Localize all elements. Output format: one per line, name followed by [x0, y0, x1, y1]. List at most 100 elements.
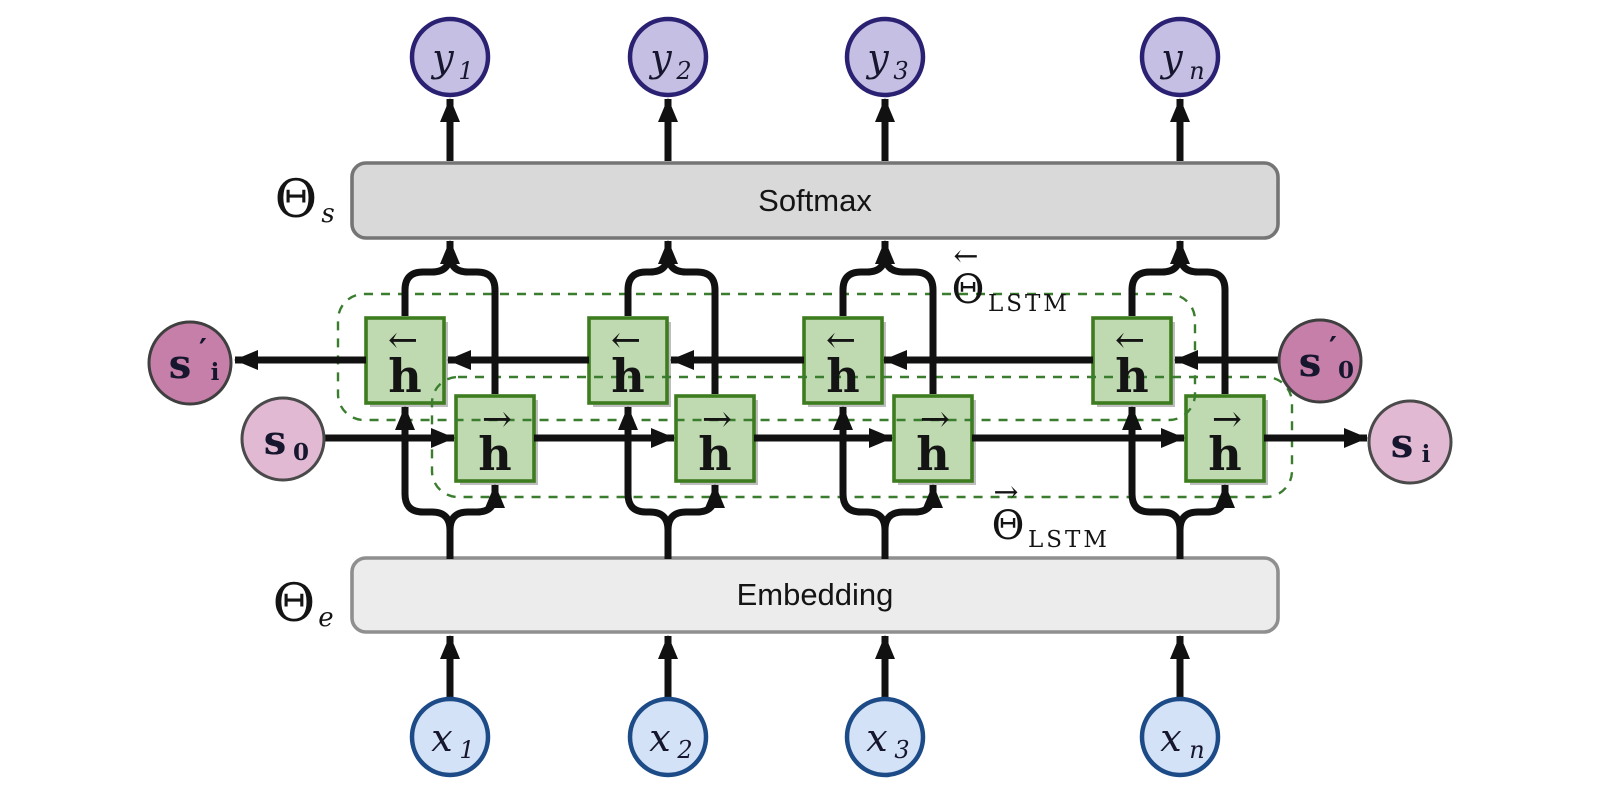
overleft-arrow: ←: [1115, 320, 1145, 361]
overright-arrow: →: [993, 475, 1018, 510]
y2-subscript: 2: [675, 57, 691, 85]
yn-label: y: [1159, 36, 1183, 80]
s0-label: s: [264, 417, 287, 464]
merge-left-col4: [1128, 240, 1190, 316]
state-node-s-prime-i: [147, 320, 233, 406]
s-prime-i-label: s: [169, 341, 192, 388]
fork-arrows-from-embedding: [395, 406, 1235, 559]
si-subscript: i: [1422, 441, 1431, 468]
theta-lstm-forward-label: → Θ LSTM: [992, 475, 1110, 553]
fork-right-col1: [446, 484, 505, 559]
input-node-xn: [1139, 696, 1221, 778]
merge-left-col2: [624, 240, 678, 316]
softmax-layer-bar: [350, 161, 1280, 240]
fork-left-col1: [395, 406, 454, 559]
fork-left-col2: [618, 406, 672, 559]
merge-left-col1: [401, 240, 460, 316]
input-nodes: x 1 x 2 x 3 x n: [409, 696, 1221, 778]
input-node-x3: [844, 696, 926, 778]
forward-cell-labels: → h → h → h → h: [478, 399, 1242, 481]
x1-subscript: 1: [459, 736, 474, 764]
fork-right-col3: [881, 484, 943, 559]
output-node-y1: [409, 16, 491, 98]
h-forward-label: h: [916, 427, 949, 481]
state-node-s-prime-0: [1277, 318, 1363, 404]
fork-right-col2: [664, 484, 725, 559]
h-backward-label: h: [826, 349, 859, 403]
s-prime-i-prime: ′: [199, 333, 207, 368]
xn-subscript: n: [1189, 736, 1204, 764]
h-forward-label: h: [698, 427, 731, 481]
theta-lstm-forward-symbol: Θ: [992, 503, 1025, 549]
state-node-si: [1367, 399, 1453, 485]
theta-embedding-subscript: e: [318, 603, 333, 633]
softmax-to-output-arrows: [440, 98, 1190, 161]
overright-arrow: →: [702, 399, 732, 440]
merge-right-col3: [881, 253, 937, 394]
overright-arrow: →: [920, 399, 950, 440]
y1-label: y: [430, 36, 454, 80]
overleft-arrow: ←: [953, 239, 978, 274]
output-node-yn: [1139, 16, 1221, 98]
x3-label: x: [866, 716, 887, 760]
h-forward-label: h: [1208, 427, 1241, 481]
s-prime-i-subscript: i: [211, 359, 220, 386]
embedding-label: Embedding: [737, 577, 894, 612]
theta-lstm-backward-symbol: Θ: [952, 267, 985, 313]
overright-arrow: →: [1212, 399, 1242, 440]
backward-cell-labels: ← h ← h ← h ← h: [388, 320, 1149, 403]
s-prime-0-subscript: 0: [1338, 357, 1354, 384]
overleft-arrow: ←: [826, 320, 856, 361]
theta-softmax-label: Θ s: [275, 170, 335, 230]
input-node-x1: [409, 696, 491, 778]
backward-cell-2: [587, 316, 669, 405]
overleft-arrow: ←: [388, 320, 418, 361]
merge-left-col3: [839, 240, 895, 316]
s-prime-0-prime: ′: [1329, 331, 1337, 366]
h-forward-label: h: [478, 427, 511, 481]
merge-right-col4: [1176, 253, 1229, 394]
backward-cell-3: [802, 316, 884, 405]
merge-right-col1: [446, 253, 499, 394]
h-backward-label: h: [1115, 349, 1148, 403]
yn-subscript: n: [1189, 57, 1204, 85]
s-prime-0-label: s: [1299, 339, 1322, 386]
merge-right-col2: [664, 253, 719, 394]
forward-cell-2: [674, 394, 756, 483]
softmax-label: Softmax: [758, 183, 872, 218]
merge-arrows-into-softmax: [401, 240, 1229, 394]
x2-subscript: 2: [676, 736, 692, 764]
theta-softmax-symbol: Θ: [275, 170, 318, 230]
y3-subscript: 3: [893, 57, 908, 85]
theta-lstm-backward-label: ← Θ LSTM: [952, 239, 1070, 317]
output-nodes: y 1 y 2 y 3 y n: [409, 16, 1221, 98]
h-backward-label: h: [388, 349, 421, 403]
backward-cell-1: [364, 316, 446, 405]
forward-lstm-cells: [454, 394, 1268, 485]
state-nodes: s ′ i s 0 s ′ 0 s i: [147, 318, 1453, 485]
forward-cell-3: [892, 394, 974, 483]
input-to-embedding-arrows: [440, 635, 1190, 698]
xn-label: x: [1160, 716, 1181, 760]
output-node-y2: [627, 16, 709, 98]
x1-label: x: [431, 716, 452, 760]
y2-label: y: [648, 36, 672, 80]
fork-left-col3: [833, 406, 889, 559]
state-node-s0: [240, 396, 326, 482]
x3-subscript: 3: [894, 736, 909, 764]
output-node-y3: [844, 16, 926, 98]
theta-embedding-label: Θ e: [273, 574, 334, 634]
backward-lstm-cells: [364, 316, 1175, 407]
overleft-arrow: ←: [611, 320, 641, 361]
y3-label: y: [865, 36, 889, 80]
x2-label: x: [649, 716, 670, 760]
backward-cell-4: [1091, 316, 1173, 405]
h-backward-label: h: [611, 349, 644, 403]
fork-right-col4: [1176, 484, 1235, 559]
theta-embedding-symbol: Θ: [273, 574, 316, 634]
si-label: s: [1391, 420, 1414, 467]
theta-lstm-backward-subscript: LSTM: [988, 291, 1070, 317]
theta-lstm-forward-subscript: LSTM: [1028, 527, 1110, 553]
theta-softmax-subscript: s: [321, 199, 334, 229]
